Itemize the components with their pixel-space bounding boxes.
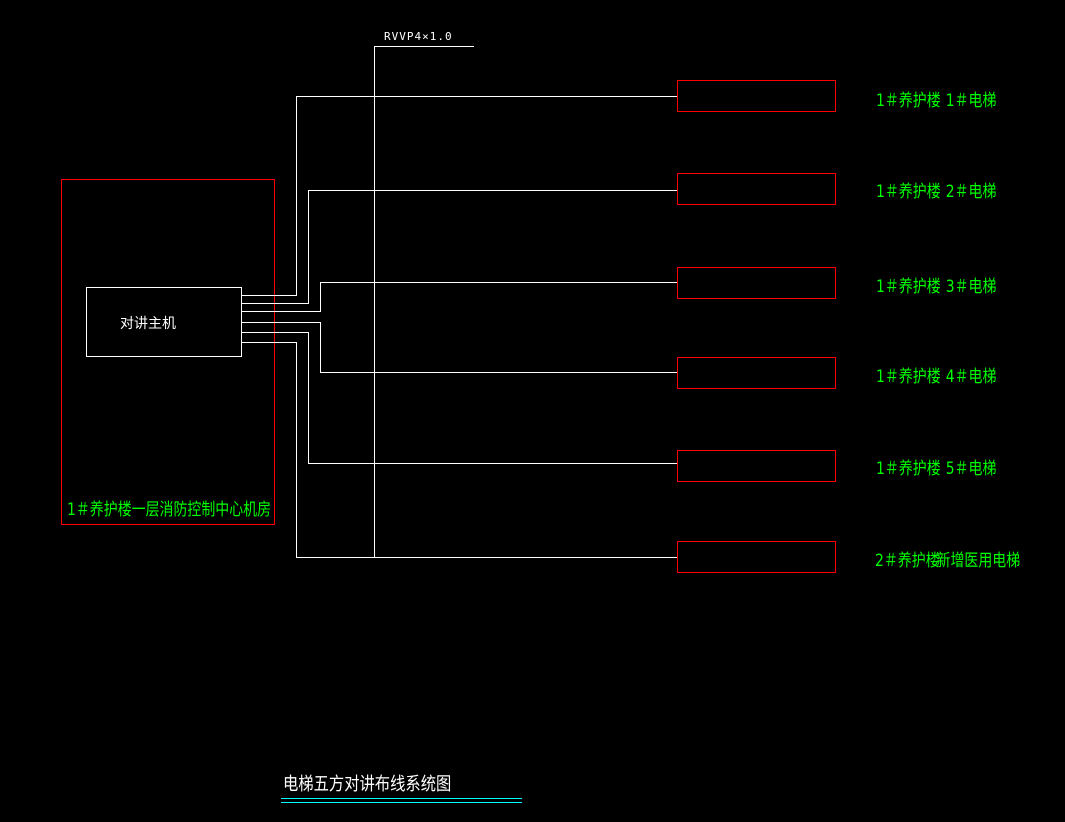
- building-label: 1＃养护楼: [876, 182, 941, 202]
- bus-riser: [374, 46, 474, 558]
- wire: [241, 282, 677, 312]
- destination-box: [677, 357, 836, 389]
- elevator-label: 4＃电梯: [945, 367, 997, 387]
- elevator-label: 3＃电梯: [945, 277, 997, 297]
- wire: [241, 322, 677, 373]
- control-room-box: [61, 179, 275, 525]
- control-room-label: 1＃养护楼一层消防控制中心机房: [67, 500, 272, 520]
- elevator-label: 5＃电梯: [945, 459, 997, 479]
- destination-box: [677, 450, 836, 482]
- elevator-label: 2＃电梯: [945, 182, 997, 202]
- diagram-title: 电梯五方对讲布线系统图: [283, 774, 452, 795]
- bus-cable-label: RVVP4×1.0: [384, 30, 453, 43]
- building-label: 1＃养护楼: [876, 277, 941, 297]
- wire: [241, 96, 677, 296]
- host-label: 对讲主机: [120, 316, 176, 332]
- wires: [241, 96, 677, 558]
- destination-box: [677, 173, 836, 205]
- destination-box: [677, 267, 836, 299]
- wire: [241, 342, 677, 558]
- building-label: 1＃养护楼: [876, 367, 941, 387]
- elevator-label: 1＃电梯: [945, 91, 997, 111]
- building-label: 1＃养护楼: [876, 91, 941, 111]
- elevator-label: 新增医用电梯: [936, 551, 1021, 571]
- destination-box: [677, 541, 836, 573]
- wire: [241, 332, 677, 464]
- building-label: 2＃养护楼: [875, 551, 940, 571]
- wire: [241, 190, 677, 304]
- destination-boxes: [677, 80, 836, 573]
- building-label: 1＃养护楼: [876, 459, 941, 479]
- destination-box: [677, 80, 836, 112]
